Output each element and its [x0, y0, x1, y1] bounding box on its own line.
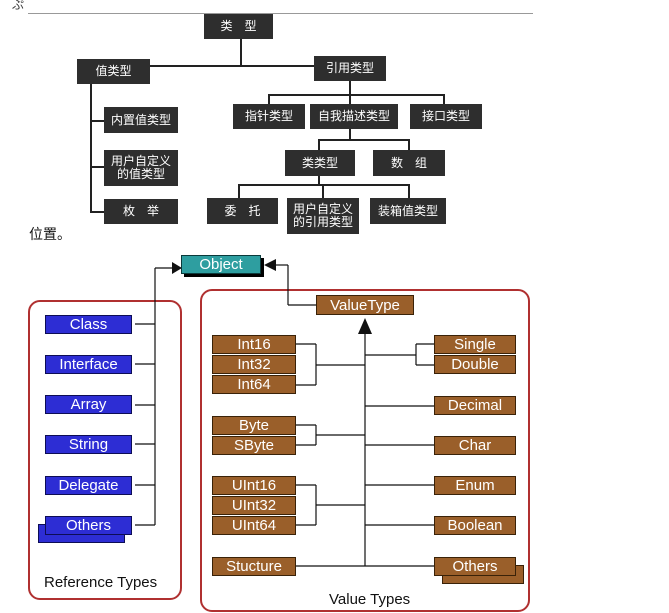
ref-others: Others: [45, 516, 132, 535]
tree-line: [349, 128, 351, 140]
ref-class: Class: [45, 315, 132, 334]
ref-delegate: Delegate: [45, 476, 132, 495]
tree-line: [349, 94, 351, 104]
value-int64: Int64: [212, 375, 296, 394]
node-enum: 枚 举: [104, 199, 178, 224]
tree-line: [90, 82, 92, 212]
tree-line: [318, 139, 320, 151]
node-delegate: 委 托: [207, 198, 278, 224]
reference-types-caption: Reference Types: [44, 574, 158, 591]
value-types-caption: Value Types: [329, 591, 411, 608]
node-user-reference-type: 用户自定义 的引用类型: [287, 198, 359, 234]
value-byte: Byte: [212, 416, 296, 435]
top-mark: ぷ: [12, 0, 25, 12]
object-node: Object: [181, 255, 261, 274]
value-others: Others: [434, 557, 516, 576]
tree-line: [318, 175, 320, 185]
ref-string: String: [45, 435, 132, 454]
node-array: 数 组: [373, 150, 445, 176]
tree-line: [408, 139, 410, 151]
node-type: 类 型: [204, 14, 273, 39]
value-uint32: UInt32: [212, 496, 296, 515]
tree-line: [240, 38, 242, 66]
tree-line: [318, 139, 410, 141]
value-uint64: UInt64: [212, 516, 296, 535]
top-divider: [28, 13, 533, 14]
tree-line: [238, 184, 240, 198]
tree-line: [90, 120, 107, 122]
tree-line: [268, 94, 270, 104]
tree-line: [268, 94, 443, 96]
value-boolean: Boolean: [434, 516, 516, 535]
node-self-describing-type: 自我描述类型: [310, 104, 398, 129]
node-reference-type: 引用类型: [314, 56, 386, 81]
value-double: Double: [434, 355, 516, 374]
value-int16: Int16: [212, 335, 296, 354]
ref-array: Array: [45, 395, 132, 414]
value-sbyte: SByte: [212, 436, 296, 455]
tree-line: [90, 211, 107, 213]
valuetype-node: ValueType: [316, 295, 414, 315]
value-types-frame: [200, 289, 530, 612]
value-uint16: UInt16: [212, 476, 296, 495]
node-boxed-value-type: 装箱值类型: [370, 198, 446, 224]
ref-interface: Interface: [45, 355, 132, 374]
tree-line: [443, 94, 445, 104]
tree-line: [322, 184, 324, 198]
node-user-value-type: 用户自定义 的值类型: [104, 150, 178, 186]
value-decimal: Decimal: [434, 396, 516, 415]
value-single: Single: [434, 335, 516, 354]
value-int32: Int32: [212, 355, 296, 374]
value-stucture: Stucture: [212, 557, 296, 576]
node-builtin-value-type: 内置值类型: [104, 107, 178, 133]
node-class-type: 类类型: [285, 150, 355, 176]
tree-line: [90, 166, 107, 168]
value-char: Char: [434, 436, 516, 455]
reference-types-frame: [28, 300, 182, 600]
tree-line: [150, 65, 315, 67]
node-pointer-type: 指针类型: [233, 104, 305, 129]
node-value-type: 值类型: [77, 59, 150, 84]
value-enum: Enum: [434, 476, 516, 495]
tree-line: [349, 81, 351, 95]
body-text-position: 位置。: [29, 227, 71, 243]
node-interface-type: 接口类型: [410, 104, 482, 129]
tree-line: [408, 184, 410, 198]
